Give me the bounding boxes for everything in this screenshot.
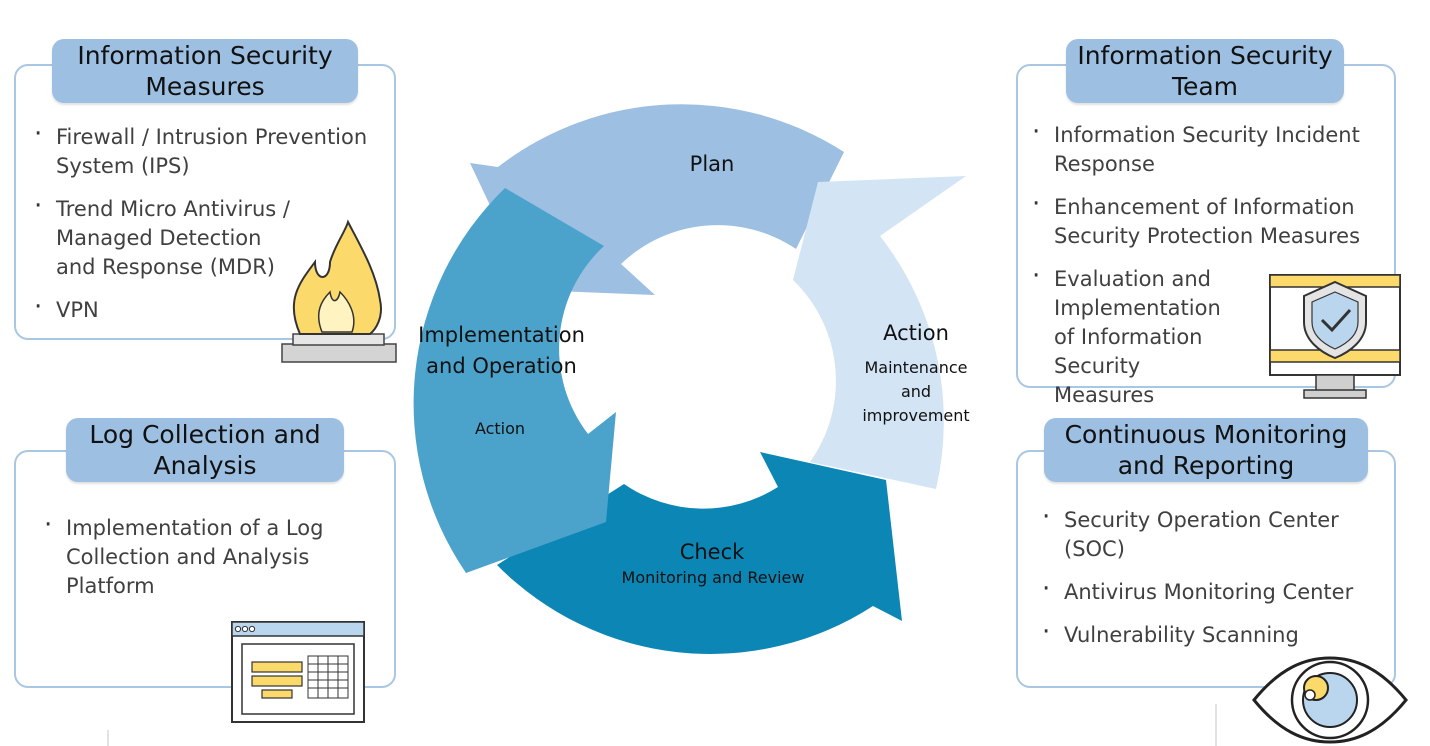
list-item: Implementation of a Log Collection and A… (42, 511, 362, 601)
list-item: Security Operation Center (SOC) (1040, 503, 1390, 564)
monitoring-title: Continuous Monitoring and Reporting (1044, 418, 1368, 482)
implementation-sublabel: Action (474, 419, 526, 438)
eye-icon (1252, 656, 1408, 744)
log-collection-list: Implementation of a Log Collection and A… (42, 511, 362, 615)
list-item: Firewall / Intrusion Prevention System (… (32, 120, 392, 181)
implementation-label: Implementation and Operation (418, 323, 585, 378)
plan-label: Plan (689, 152, 735, 176)
check-sublabel: Monitoring and Review (621, 568, 805, 587)
action-label: Action (883, 321, 949, 345)
action-sublabel: Maintenance and improvement (862, 358, 970, 425)
monitor-shield-icon (1269, 274, 1401, 399)
security-measures-list: Firewall / Intrusion Prevention System (… (32, 120, 392, 339)
list-item: Enhancement of Information Security Prot… (1030, 190, 1390, 251)
list-item: Vulnerability Scanning (1040, 618, 1390, 650)
list-item: VPN (32, 293, 392, 325)
security-team-list: Information Security Incident Response E… (1030, 118, 1390, 410)
monitoring-list: Security Operation Center (SOC) Antiviru… (1040, 503, 1390, 664)
list-item: Trend Micro Antivirus / Managed Detectio… (32, 192, 392, 282)
list-item: Evaluation and Implementation of Informa… (1030, 262, 1390, 410)
log-collection-title: Log Collection and Analysis (66, 418, 344, 482)
security-team-title: Information Security Team (1066, 39, 1344, 103)
list-item: Information Security Incident Response (1030, 118, 1390, 179)
fire-icon (281, 219, 397, 363)
list-item: Antivirus Monitoring Center (1040, 575, 1390, 607)
browser-window-icon (231, 621, 365, 723)
action-arrow (793, 176, 966, 489)
implementation-arrow (413, 188, 616, 573)
check-label: Check (679, 540, 745, 564)
security-measures-title: Information Security Measures (52, 39, 358, 103)
